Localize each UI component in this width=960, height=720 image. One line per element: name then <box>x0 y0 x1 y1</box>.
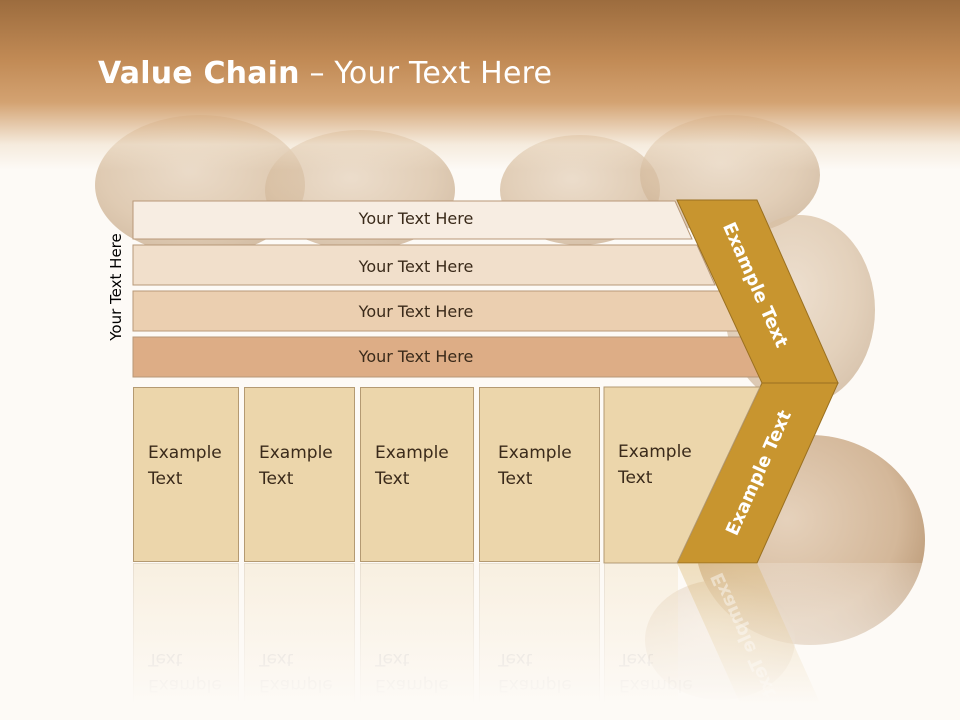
title-rest: – Your Text Here <box>299 56 553 91</box>
band-1[interactable] <box>132 200 693 240</box>
header-band <box>0 0 960 170</box>
band-4-label: Your Text Here <box>358 347 474 366</box>
band-2[interactable] <box>132 244 716 286</box>
reflection-fade <box>0 563 960 720</box>
band-3-label: Your Text Here <box>358 302 474 321</box>
band-2-label: Your Text Here <box>358 257 474 276</box>
title-bold: Value Chain <box>98 56 300 91</box>
band-1-label: Your Text Here <box>358 209 474 228</box>
slide-title: Value Chain – Your Text Here <box>98 56 552 91</box>
